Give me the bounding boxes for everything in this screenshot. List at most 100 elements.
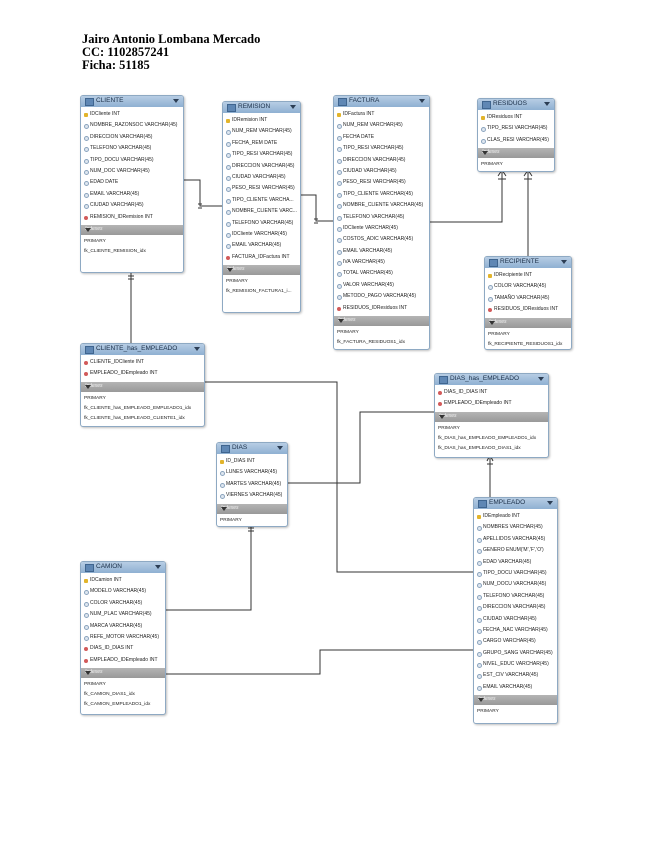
collapse-arrow-icon[interactable] [155,565,161,569]
table-column[interactable]: TOTAL VARCHAR(45) [334,268,429,279]
table-column[interactable]: IDRecipiente INT [485,270,571,281]
collapse-arrow-icon[interactable] [221,506,227,511]
table-column[interactable]: VALOR VARCHAR(45) [334,280,429,291]
table-column[interactable]: CIUDAD VARCHAR(45) [223,172,300,183]
index-item[interactable]: PRIMARY [84,395,106,401]
table-header[interactable]: REMISION [223,102,300,113]
table-column[interactable]: CLIENTE_IDCliente INT [81,357,204,368]
table-column[interactable]: GRUPO_SANG VARCHAR(45) [474,648,557,659]
table-header[interactable]: EMPLEADO [474,498,557,509]
table-column[interactable]: DIAS_ID_DIAS INT [81,643,165,654]
indexes-header[interactable]: Indexes [81,381,204,392]
index-item[interactable]: PRIMARY [84,682,106,688]
table-header[interactable]: RECIPIENTE [485,257,571,268]
table-column[interactable]: EST_CIV VARCHAR(45) [474,670,557,681]
index-item[interactable]: fk_REMISION_FACTURA1_i... [226,289,292,295]
collapse-arrow-icon[interactable] [173,99,179,103]
table-header[interactable]: CAMION [81,562,165,573]
table-column[interactable]: CIUDAD VARCHAR(45) [474,614,557,625]
table-column[interactable]: PESO_RESI VARCHAR(45) [334,177,429,188]
table-column[interactable]: APELLIDOS VARCHAR(45) [474,534,557,545]
table-column[interactable]: TIPO_CLIENTE VARCHAR(45) [334,189,429,200]
table-column[interactable]: NOMBRES VARCHAR(45) [474,522,557,533]
table-column[interactable]: FECHA_REM DATE [223,138,300,149]
table-column[interactable]: VIERNES VARCHAR(45) [217,490,287,501]
table-column[interactable]: COSTOS_ADIC VARCHAR(45) [334,234,429,245]
table-column[interactable]: REMISION_IDRemision INT [81,212,183,223]
indexes-header[interactable]: Indexes [485,317,571,328]
table-column[interactable]: METODO_PAGO VARCHAR(45) [334,291,429,302]
index-item[interactable]: fk_CAMION_DIAS1_idx [84,692,135,698]
collapse-arrow-icon[interactable] [547,501,553,505]
table-column[interactable]: EDAD VARCHAR(45) [474,557,557,568]
table-column[interactable]: LUNES VARCHAR(45) [217,467,287,478]
index-item[interactable]: PRIMARY [337,330,359,336]
table-column[interactable]: CIUDAD VARCHAR(45) [81,200,183,211]
table-column[interactable]: EMPLEADO_IDEmpleado INT [81,368,204,379]
indexes-header[interactable]: Indexes [334,316,429,327]
collapse-arrow-icon[interactable] [538,377,544,381]
table-column[interactable]: IDResiduos INT [478,112,554,123]
table-column[interactable]: EMAIL VARCHAR(45) [81,189,183,200]
table-column[interactable]: IVA VARCHAR(45) [334,257,429,268]
table-column[interactable]: TELEFONO VARCHAR(45) [81,143,183,154]
table-column[interactable]: CIUDAD VARCHAR(45) [334,166,429,177]
table-column[interactable]: TAMAÑO VARCHAR(45) [485,293,571,304]
table-column[interactable]: TIPO_DOCU VARCHAR(45) [81,155,183,166]
collapse-arrow-icon[interactable] [482,151,488,156]
collapse-arrow-icon[interactable] [85,384,91,389]
collapse-arrow-icon[interactable] [489,320,495,325]
table-column[interactable]: TELEFONO VARCHAR(45) [474,591,557,602]
index-item[interactable]: PRIMARY [220,517,242,523]
table-column[interactable]: REFE_MOTOR VARCHAR(45) [81,632,165,643]
table-column[interactable]: DIAS_ID_DIAS INT [435,387,548,398]
table-column[interactable]: TIPO_DOCU VARCHAR(45) [474,568,557,579]
collapse-arrow-icon[interactable] [338,319,344,324]
index-item[interactable]: PRIMARY [481,162,503,168]
index-item[interactable]: fk_DIAS_has_EMPLEADO_EMPLEADO1_idx [438,435,537,441]
table-column[interactable]: IDCliente VARCHAR(45) [334,223,429,234]
table-column[interactable]: MODELO VARCHAR(45) [81,586,165,597]
table-column[interactable]: NUM_REM VARCHAR(45) [223,126,300,137]
table-column[interactable]: EMAIL VARCHAR(45) [223,240,300,251]
table-column[interactable]: IDFactura INT [334,109,429,120]
table-column[interactable]: RESIDUOS_IDResiduos INT [485,304,571,315]
collapse-arrow-icon[interactable] [439,414,445,419]
table-column[interactable]: MARTES VARCHAR(45) [217,479,287,490]
indexes-header[interactable]: Indexes [474,695,557,706]
table-column[interactable]: TIPO_RESI VARCHAR(45) [478,123,554,134]
index-item[interactable]: fk_FACTURA_RESIDUOS1_idx [337,340,405,346]
table-column[interactable]: NUM_DOC VARCHAR(45) [81,166,183,177]
collapse-arrow-icon[interactable] [227,268,233,273]
table-column[interactable]: EMPLEADO_IDEmpleado INT [81,655,165,666]
index-item[interactable]: fk_CLIENTE_has_EMPLEADO_CLIENTE1_idx [84,415,185,421]
table-header[interactable]: DIAS [217,443,287,454]
table-column[interactable]: IDCamion INT [81,575,165,586]
index-item[interactable]: PRIMARY [488,331,510,337]
table-column[interactable]: NOMBRE_CLIENTE VARCHAR(45) [334,200,429,211]
table-column[interactable]: EMAIL VARCHAR(45) [334,246,429,257]
table-column[interactable]: EMAIL VARCHAR(45) [474,682,557,693]
collapse-arrow-icon[interactable] [544,102,550,106]
table-header[interactable]: CLIENTE [81,96,183,107]
index-item[interactable]: fk_CLIENTE_has_EMPLEADO_EMPLEADO1_idx [84,405,192,411]
table-column[interactable]: EMPLEADO_IDEmpleado INT [435,398,548,409]
table-column[interactable]: NUM_REM VARCHAR(45) [334,120,429,131]
index-item[interactable]: PRIMARY [84,238,106,244]
collapse-arrow-icon[interactable] [290,105,296,109]
indexes-header[interactable]: Indexes [217,503,287,514]
indexes-header[interactable]: Indexes [478,148,554,159]
table-column[interactable]: NUM_PLAC VARCHAR(45) [81,609,165,620]
table-column[interactable]: IDCliente VARCHAR(45) [223,229,300,240]
table-column[interactable]: TIPO_RESI VARCHAR(45) [223,149,300,160]
table-column[interactable]: ID_DIAS INT [217,456,287,467]
collapse-arrow-icon[interactable] [85,227,91,232]
table-column[interactable]: DIRECCION VARCHAR(45) [223,161,300,172]
